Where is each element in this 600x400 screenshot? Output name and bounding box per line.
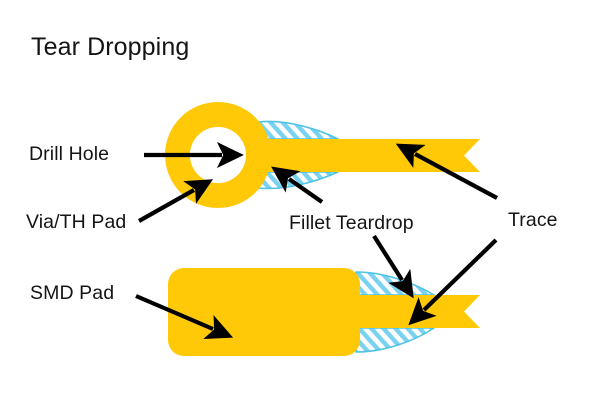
smd-pad-assembly [168,268,480,356]
label-fillet-teardrop: Fillet Teardrop [289,212,414,234]
annotation-arrows [135,141,498,339]
arrow-fillet-teardrop-smd [372,234,414,299]
arrow-via-th-pad [137,179,214,223]
page-title: Tear Dropping [31,33,190,61]
fillet-teardrop-smd-upper [355,271,435,296]
fillet-teardrop-smd-lower [355,327,435,353]
trace-lower [330,295,480,328]
arrow-trace-lower [408,238,498,326]
fillet-teardrop-via-upper [257,120,339,140]
arrow-smd-pad [135,294,234,339]
arrow-trace-upper [395,143,498,200]
label-via-th-pad: Via/TH Pad [26,211,127,233]
label-smd-pad: SMD Pad [30,282,115,304]
label-drill-hole: Drill Hole [29,143,110,165]
trace-upper [240,139,480,172]
label-trace: Trace [508,209,558,231]
smd-pad [168,268,360,356]
arrow-fillet-teardrop-via [271,166,324,204]
